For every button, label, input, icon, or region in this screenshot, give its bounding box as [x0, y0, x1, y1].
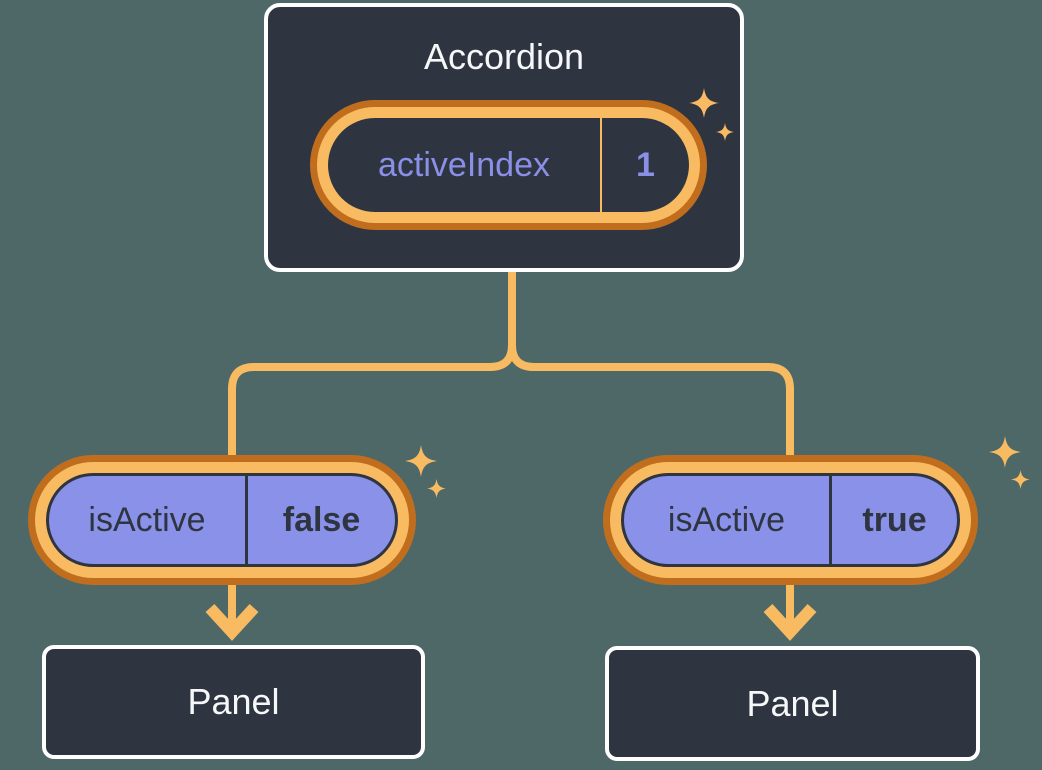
prop-pill-isactive-true: isActive true [603, 455, 978, 585]
sparkle-icon [716, 123, 734, 141]
panel-title: Panel [746, 682, 839, 724]
panel-card-left: Panel [42, 645, 425, 759]
prop-pill-body: isActive false [46, 473, 398, 567]
prop-value: false [282, 500, 361, 539]
sparkle-icon [989, 436, 1021, 468]
sparkle-icon [405, 445, 437, 477]
state-pill-body: activeIndex 1 [328, 118, 689, 212]
state-label: activeIndex [378, 145, 550, 184]
arrowhead-right-icon [763, 603, 817, 641]
prop-pill-divider [245, 476, 248, 564]
state-pill-activeindex: activeIndex 1 [310, 100, 707, 230]
accordion-card: Accordion activeIndex 1 [264, 3, 744, 272]
prop-pill-body: isActive true [621, 473, 960, 567]
prop-label: isActive [667, 500, 786, 539]
prop-pill-divider [829, 476, 832, 564]
state-pill-divider [600, 118, 602, 212]
state-value: 1 [636, 145, 655, 184]
prop-pill-isactive-false: isActive false [28, 455, 416, 585]
accordion-title: Accordion [423, 36, 585, 77]
panel-title: Panel [187, 681, 280, 722]
sparkle-icon [689, 88, 719, 118]
arrowhead-left-icon [205, 603, 259, 641]
prop-label: isActive [88, 500, 206, 539]
sparkle-icon [427, 479, 446, 498]
sparkle-icon [1011, 470, 1030, 489]
panel-card-right: Panel [605, 646, 980, 761]
prop-value: true [862, 500, 927, 539]
connector-branch-right [508, 271, 794, 629]
